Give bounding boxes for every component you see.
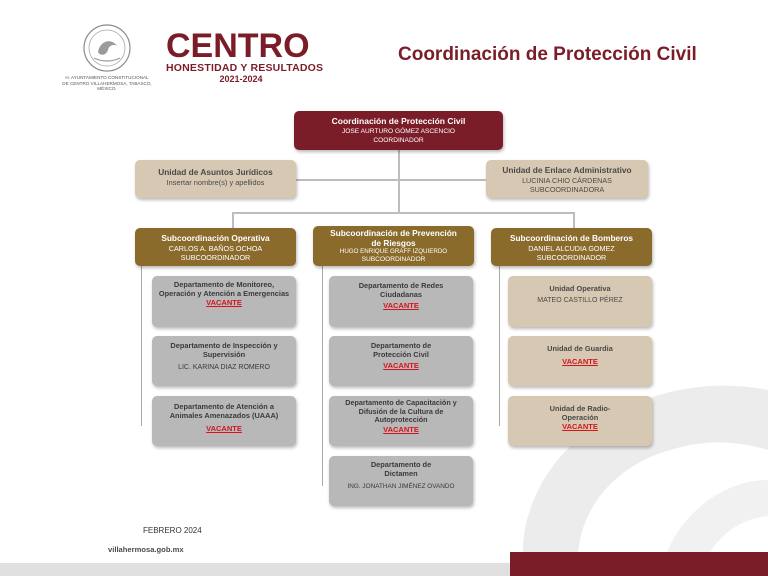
operations-title: Subcoordinación Operativa	[161, 233, 270, 243]
department-title: Departamento de Atención a Animales Amen…	[169, 402, 279, 420]
firefighters-title: Subcoordinación de Bomberos	[509, 233, 634, 243]
firefighters-name: DANIEL ALCUDIA GOMEZ	[528, 244, 615, 253]
website-url[interactable]: villahermosa.gob.mx	[108, 545, 184, 554]
unit-vacancy: VACANTE	[562, 357, 598, 366]
connector-line	[322, 266, 323, 486]
operations-role: SUBCOORDINADOR	[180, 253, 251, 262]
legal-affairs-name: Insertar nombre(s) y apellidos	[166, 178, 265, 187]
department-vacancy: VACANTE	[383, 301, 419, 310]
department-box: Departamento de Protección Civil VACANTE	[329, 336, 473, 386]
risk-prevention-title: Subcoordinación de Prevención de Riesgos	[330, 228, 457, 248]
department-vacancy: VACANTE	[383, 361, 419, 370]
unit-holder: MATEO CASTILLO PÉREZ	[537, 297, 623, 304]
admin-liaison-unit-box: Unidad de Enlace Administrativo LUCINIA …	[486, 160, 648, 198]
unit-box: Unidad de Guardia VACANTE	[508, 336, 652, 386]
admin-liaison-name: LUCINIA CHIO CÁRDENAS	[522, 176, 612, 185]
connector-line	[232, 212, 234, 228]
department-title: Departamento de Protección Civil	[370, 341, 432, 359]
department-title: Departamento de Dictamen	[370, 460, 432, 478]
admin-liaison-title: Unidad de Enlace Administrativo	[502, 165, 632, 175]
department-title: Departamento de Inspección y Supervisión	[170, 341, 278, 359]
risk-prevention-role: SUBCOORDINADOR	[361, 256, 426, 263]
department-vacancy: VACANTE	[206, 424, 242, 433]
coordinator-box: Coordinación de Protección Civil JOSE AU…	[294, 111, 503, 150]
admin-liaison-role: SUBCOORDINADORA	[529, 185, 605, 194]
unit-title: Unidad Operativa	[549, 284, 611, 293]
operations-subcoordination-box: Subcoordinación Operativa CARLOS A. BAÑO…	[135, 228, 296, 266]
brand-name: CENTRO	[166, 27, 310, 65]
seal-icon	[83, 24, 131, 72]
department-holder: LIC. KARINA DIAZ ROMERO	[178, 364, 270, 371]
document-date: FEBRERO 2024	[143, 526, 202, 535]
department-title: Departamento de Monitoreo, Operación y A…	[158, 280, 290, 298]
department-vacancy: VACANTE	[383, 424, 419, 434]
brand-years: 2021-2024	[219, 74, 263, 84]
connector-line	[573, 212, 575, 228]
connector-line	[499, 266, 500, 426]
footer-accent-bar	[510, 552, 768, 576]
legal-affairs-unit-box: Unidad de Asuntos Jurídicos Insertar nom…	[135, 160, 296, 198]
department-box: Departamento de Capacitación y Difusión …	[329, 396, 473, 446]
coordinator-name: JOSE AURTURO GÓMEZ ASCENCIO	[341, 128, 456, 135]
firefighters-subcoordination-box: Subcoordinación de Bomberos DANIEL ALCUD…	[491, 228, 652, 266]
department-box: Departamento de Monitoreo, Operación y A…	[152, 276, 296, 327]
department-box: Departamento de Atención a Animales Amen…	[152, 396, 296, 446]
risk-prevention-name: HUGO ENRIQUE GRAFF IZQUIERDO	[339, 248, 448, 255]
firefighters-role: SUBCOORDINADOR	[536, 253, 607, 262]
coordinator-role: COORDINADOR	[373, 137, 424, 144]
department-box: Departamento de Dictamen ING. JONATHAN J…	[329, 456, 473, 506]
connector-line	[232, 212, 575, 214]
department-box: Departamento de Inspección y Supervisión…	[152, 336, 296, 386]
legal-affairs-title: Unidad de Asuntos Jurídicos	[158, 167, 273, 177]
risk-prevention-subcoordination-box: Subcoordinación de Prevención de Riesgos…	[313, 226, 474, 266]
unit-title: Unidad de Radio-Operación	[549, 404, 611, 422]
seal-caption: H. AYUNTAMIENTO CONSTITUCIONAL DE CENTRO…	[62, 75, 152, 91]
page-title: Coordinación de Protección Civil	[398, 44, 697, 65]
coordinator-title: Coordinación de Protección Civil	[331, 116, 466, 126]
connector-line	[296, 179, 486, 181]
department-vacancy: VACANTE	[206, 298, 242, 307]
department-title: Departamento de Redes Ciudadanas	[358, 281, 444, 299]
unit-box: Unidad Operativa MATEO CASTILLO PÉREZ	[508, 276, 652, 327]
department-box: Departamento de Redes Ciudadanas VACANTE	[329, 276, 473, 327]
unit-box: Unidad de Radio-Operación VACANTE	[508, 396, 652, 446]
government-seal: H. AYUNTAMIENTO CONSTITUCIONAL DE CENTRO…	[62, 22, 152, 92]
department-title: Departamento de Capacitación y Difusión …	[345, 398, 457, 424]
brand-tagline: HONESTIDAD Y RESULTADOS	[166, 62, 324, 74]
brand-logo: CENTRO HONESTIDAD Y RESULTADOS 2021-2024	[166, 27, 326, 86]
connector-line	[398, 150, 400, 212]
operations-name: CARLOS A. BAÑOS OCHOA	[168, 244, 263, 253]
unit-title: Unidad de Guardia	[547, 344, 613, 353]
connector-line	[141, 266, 142, 426]
department-holder: ING. JONATHAN JIMÉNEZ OVANDO	[347, 483, 455, 490]
unit-vacancy: VACANTE	[562, 422, 598, 431]
